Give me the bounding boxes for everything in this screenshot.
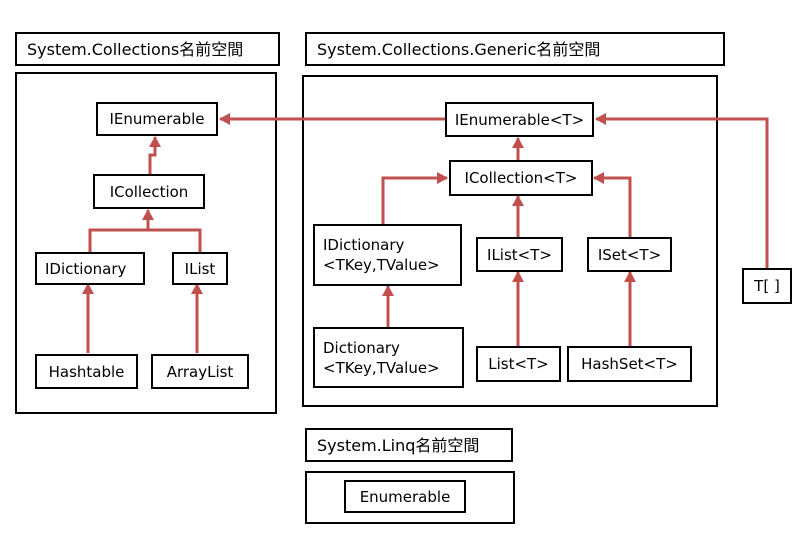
idictionary-t-params: <TKey,TValue> — [323, 256, 440, 274]
list-t-node: List<T> — [476, 346, 561, 382]
hashset-t-node: HashSet<T> — [567, 346, 692, 382]
enumerable-node: Enumerable — [344, 480, 466, 513]
array-t-node: T[ ] — [742, 268, 792, 304]
arrow-icollection-to-ienumerable — [148, 136, 161, 174]
collections-namespace-container — [15, 72, 277, 414]
hashtable-node: Hashtable — [35, 354, 138, 389]
arrow-iset-t-to-icollection-t — [593, 172, 632, 237]
linq-namespace-container — [305, 471, 515, 524]
ienumerable-t-node: IEnumerable<T> — [445, 102, 594, 137]
linq-namespace-label: System.Linq名前空間 — [305, 428, 513, 462]
idictionary-t-name: IDictionary — [323, 236, 405, 254]
ienumerable-node: IEnumerable — [96, 102, 218, 136]
ilist-t-node: IList<T> — [476, 237, 563, 272]
generic-namespace-container — [302, 75, 718, 407]
icollection-node: ICollection — [93, 174, 205, 209]
arrow-idictionary-ilist-to-icollection — [88, 210, 202, 252]
iset-t-node: ISet<T> — [587, 237, 672, 272]
icollection-t-node: ICollection<T> — [449, 160, 593, 196]
arrow-array-t-to-ienumerable-t — [595, 113, 769, 268]
generic-namespace-label: System.Collections.Generic名前空間 — [305, 32, 725, 66]
collections-namespace-label: System.Collections名前空間 — [15, 32, 280, 66]
dictionary-node: Dictionary <TKey,TValue> — [313, 327, 464, 388]
ilist-node: IList — [172, 252, 228, 285]
dictionary-params: <TKey,TValue> — [323, 358, 440, 377]
idictionary-node: IDictionary — [35, 252, 145, 285]
arrow-idictionary-t-to-icollection-t — [381, 172, 448, 225]
dictionary-name: Dictionary — [323, 338, 400, 357]
arraylist-node: ArrayList — [151, 354, 249, 389]
idictionary-t-node: IDictionary <TKey,TValue> — [313, 224, 462, 286]
